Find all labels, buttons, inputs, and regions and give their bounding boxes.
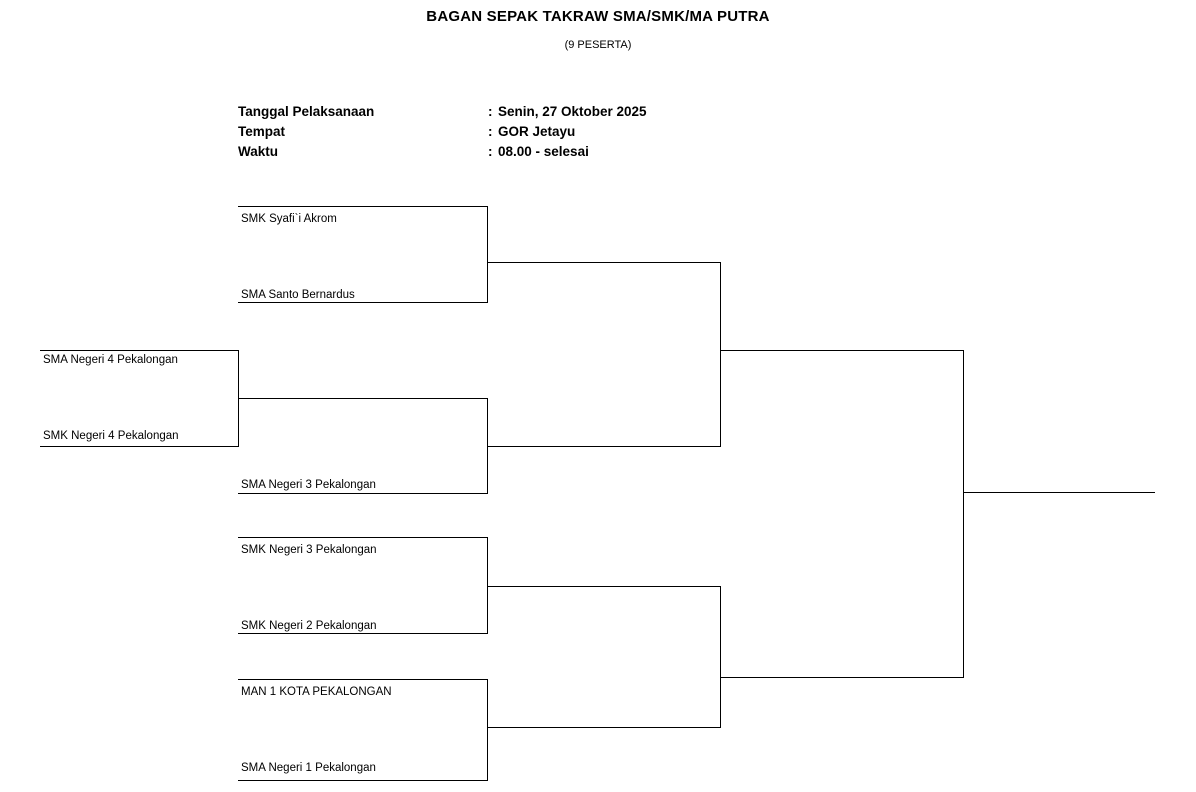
info-value-date: Senin, 27 Oktober 2025: [498, 104, 647, 119]
bracket-line-r8-a-bottom: [238, 302, 487, 303]
bracket-slot-final-top[interactable]: [724, 356, 924, 368]
bracket-slot-semifinal-1-bottom[interactable]: [491, 431, 691, 443]
info-label-venue: Tempat: [238, 124, 286, 139]
bracket-line-r8-d-top: [238, 679, 487, 680]
bracket-slot-final-bottom[interactable]: [724, 662, 924, 674]
bracket-line-sf1-right: [720, 262, 721, 447]
info-colon-date: :: [488, 104, 493, 119]
bracket-slot-smk-syafii-akrom[interactable]: SMK Syafi`i Akrom: [241, 213, 337, 225]
info-value-venue: GOR Jetayu: [498, 124, 576, 139]
bracket-line-prelim-bottom: [40, 446, 238, 447]
info-colon-time: :: [488, 144, 493, 159]
bracket-line-sf2-right: [720, 586, 721, 728]
bracket-slot-champion[interactable]: [967, 477, 1147, 489]
bracket-line-prelim-top: [40, 350, 238, 351]
bracket-slot-semifinal-1-top[interactable]: [491, 268, 691, 280]
event-info-block: Tanggal Pelaksanaan : Senin, 27 Oktober …: [238, 102, 647, 162]
info-row-time: Waktu : 08.00 - selesai: [238, 142, 647, 162]
bracket-slot-sma-santo-bernardus[interactable]: SMA Santo Bernardus: [241, 289, 355, 301]
bracket-line-sf1-top: [487, 262, 721, 263]
bracket-line-r8-b-top: [238, 398, 487, 399]
bracket-slot-man-1-kota-pekalongan[interactable]: MAN 1 KOTA PEKALONGAN: [241, 686, 392, 698]
info-row-date: Tanggal Pelaksanaan : Senin, 27 Oktober …: [238, 102, 647, 122]
bracket-line-r8-b-bottom: [238, 493, 487, 494]
bracket-line-final-right: [963, 350, 964, 678]
bracket-line-final-bottom: [720, 677, 964, 678]
bracket-slot-sma-negeri-1-pekalongan[interactable]: SMA Negeri 1 Pekalongan: [241, 762, 376, 774]
info-label-date: Tanggal Pelaksanaan: [238, 104, 375, 119]
bracket-line-r8-c-bottom: [238, 633, 487, 634]
page-title: BAGAN SEPAK TAKRAW SMA/SMK/MA PUTRA: [426, 8, 770, 25]
info-label-time: Waktu: [238, 144, 278, 159]
bracket-slot-semifinal-2-top[interactable]: [491, 592, 691, 604]
info-row-venue: Tempat : GOR Jetayu: [238, 122, 647, 142]
bracket-line-sf2-bottom: [487, 727, 721, 728]
info-value-time: 08.00 - selesai: [498, 144, 589, 159]
bracket-line-r8-a-top: [238, 206, 487, 207]
info-colon-venue: :: [488, 124, 493, 139]
bracket-line-r8-c-top: [238, 537, 487, 538]
bracket-slot-smk-negeri-4-pekalongan[interactable]: SMK Negeri 4 Pekalongan: [43, 430, 179, 442]
bracket-slot-sma-negeri-3-pekalongan[interactable]: SMA Negeri 3 Pekalongan: [241, 479, 376, 491]
bracket-line-sf1-bottom: [487, 446, 721, 447]
bracket-line-r8-a-right: [487, 206, 488, 303]
bracket-line-sf2-top: [487, 586, 721, 587]
page-subtitle: (9 PESERTA): [564, 39, 632, 51]
bracket-line-final-top: [720, 350, 964, 351]
bracket-line-champion: [963, 492, 1155, 493]
bracket-line-r8-d-bottom: [238, 780, 487, 781]
bracket-slot-sma-negeri-4-pekalongan[interactable]: SMA Negeri 4 Pekalongan: [43, 354, 178, 366]
bracket-slot-smk-negeri-2-pekalongan[interactable]: SMK Negeri 2 Pekalongan: [241, 620, 377, 632]
bracket-line-r8-c-right: [487, 537, 488, 634]
bracket-slot-smk-negeri-3-pekalongan[interactable]: SMK Negeri 3 Pekalongan: [241, 544, 377, 556]
bracket-slot-semifinal-2-bottom[interactable]: [491, 712, 691, 724]
bracket-line-r8-d-right: [487, 679, 488, 781]
